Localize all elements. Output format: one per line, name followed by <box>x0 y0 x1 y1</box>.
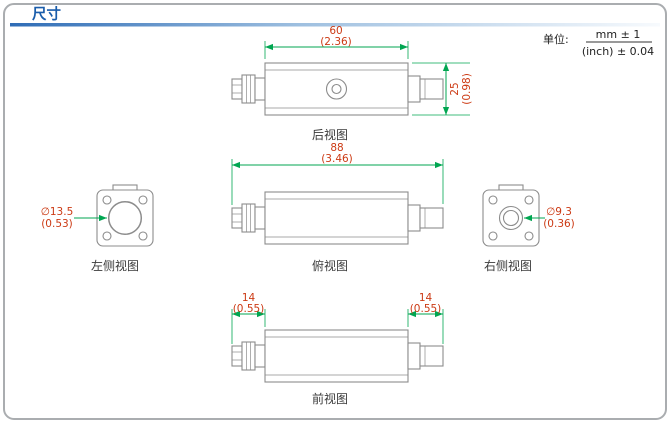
unit-inch-value: (inch) ± 0.04 <box>582 45 654 58</box>
left-diameter-inch: (0.53) <box>41 218 73 230</box>
front-left-length-inch: (0.55) <box>233 303 265 315</box>
header-rule <box>10 23 660 27</box>
top-length-mm: 88 <box>330 142 343 154</box>
right-side-view-label: 右侧视图 <box>484 258 532 273</box>
front-left-length-mm: 14 <box>242 292 256 304</box>
front-view: 14 (0.55) 14 (0.55) 前视图 <box>231 292 444 406</box>
top-view-device <box>231 191 444 245</box>
rear-view: 60 (2.36) 25 (0.98) 后视图 <box>231 25 473 142</box>
page-border <box>3 3 667 420</box>
right-side-view: ∅9.3 (0.36) 右侧视图 <box>482 184 575 273</box>
rear-height-inch: (0.98) <box>461 73 473 105</box>
rear-width-mm: 60 <box>329 25 342 37</box>
front-view-label: 前视图 <box>312 391 348 406</box>
rear-view-label: 后视图 <box>312 127 348 142</box>
page-title: 尺寸 <box>32 5 61 23</box>
front-right-length-mm: 14 <box>419 292 433 304</box>
right-diameter-mm: ∅9.3 <box>546 206 572 218</box>
front-view-device <box>231 329 444 383</box>
unit-label: 单位: <box>543 32 569 46</box>
right-diameter-inch: (0.36) <box>543 218 575 230</box>
left-side-view-label: 左侧视图 <box>91 258 139 273</box>
unit-mm-value: mm ± 1 <box>596 28 641 41</box>
right-flange-inner-circle <box>502 209 520 227</box>
left-flange-bore-circle <box>107 200 143 236</box>
front-right-length-inch: (0.55) <box>410 303 442 315</box>
rear-height-mm: 25 <box>449 82 461 95</box>
left-side-view: ∅13.5 (0.53) 左侧视图 <box>41 184 154 273</box>
rear-width-inch: (2.36) <box>320 36 352 48</box>
top-view-label: 俯视图 <box>312 258 348 273</box>
top-view: 88 (3.46) 俯视图 <box>231 142 444 273</box>
rear-screw-inner-circle <box>331 83 342 95</box>
left-diameter-mm: ∅13.5 <box>41 206 74 218</box>
top-length-inch: (3.46) <box>321 153 353 165</box>
unit-note: 单位: mm ± 1 (inch) ± 0.04 <box>543 28 654 58</box>
